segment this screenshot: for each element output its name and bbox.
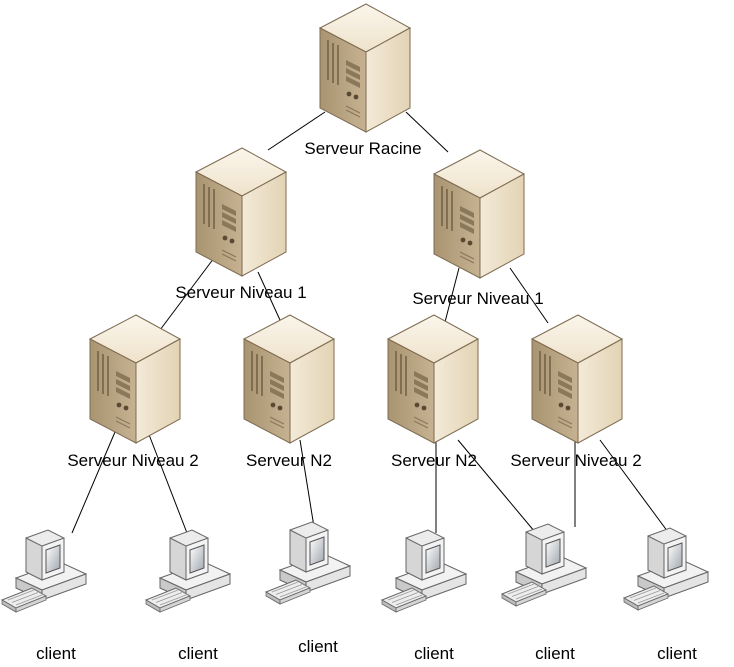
client-node-4: client <box>381 529 467 663</box>
server-icon <box>319 3 411 133</box>
link-l2a-c2 <box>147 431 188 534</box>
client-label: client <box>36 644 76 663</box>
link-l1a-l2b <box>257 271 281 321</box>
client-node-6: client <box>623 527 709 663</box>
server-label: Serveur Racine <box>304 139 421 158</box>
server-label: Serveur Niveau 2 <box>510 451 641 470</box>
link-l1b-l2d <box>509 267 549 324</box>
link-l2c-c5 <box>457 439 541 539</box>
client-label: client <box>298 637 338 656</box>
link-l1a-l2a <box>159 257 215 331</box>
client-label: client <box>414 644 454 663</box>
client-node-2: client <box>145 529 231 663</box>
workstation-icon <box>1 529 87 613</box>
server-label: Serveur Niveau 1 <box>175 283 306 302</box>
link-root-l1b <box>405 111 449 153</box>
server-node-level1-left: Serveur Niveau 1 <box>175 147 307 302</box>
client-label: client <box>178 644 218 663</box>
server-icon <box>243 314 335 444</box>
server-node-level2-c: Serveur N2 <box>387 314 479 470</box>
link-l2d-c6 <box>599 439 669 533</box>
client-label: client <box>535 644 575 663</box>
server-label: Serveur N2 <box>246 451 332 470</box>
workstation-icon <box>501 523 587 607</box>
client-label: client <box>657 644 697 663</box>
server-node-level2-b: Serveur N2 <box>243 314 335 470</box>
client-node-1: client <box>1 529 87 663</box>
client-node-5: client <box>501 523 587 663</box>
server-label: Serveur Niveau 2 <box>67 451 198 470</box>
server-icon <box>89 314 181 444</box>
link-l2b-c3 <box>299 439 315 528</box>
server-icon <box>387 314 479 444</box>
server-label: Serveur Niveau 1 <box>412 289 543 308</box>
connections <box>71 111 669 539</box>
server-node-level2-a: Serveur Niveau 2 <box>67 314 199 470</box>
workstation-icon <box>623 527 709 611</box>
workstation-icon <box>145 529 231 613</box>
link-l2a-c1 <box>71 431 116 534</box>
server-icon <box>195 147 287 277</box>
workstation-icon <box>265 521 351 605</box>
client-node-3: client <box>265 521 351 656</box>
server-node-root: Serveur Racine <box>304 3 422 158</box>
server-label: Serveur N2 <box>391 451 477 470</box>
server-icon <box>433 149 525 279</box>
server-node-level2-d: Serveur Niveau 2 <box>510 314 642 470</box>
server-node-level1-right: Serveur Niveau 1 <box>412 149 544 308</box>
server-icon <box>531 314 623 444</box>
link-root-l1a <box>267 111 326 151</box>
workstation-icon <box>381 529 467 613</box>
link-l1b-l2c <box>444 267 460 323</box>
